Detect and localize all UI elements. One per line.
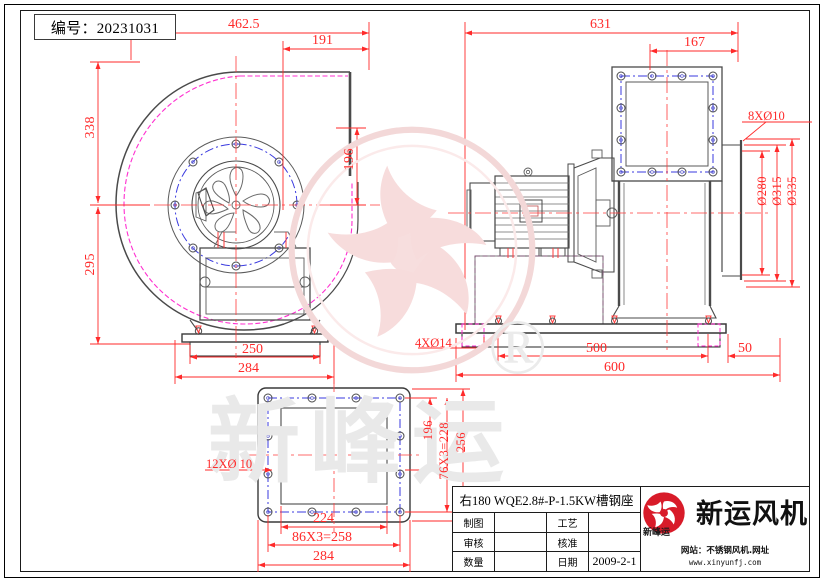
dim-height-lower: 295 — [83, 253, 98, 276]
approved-by-label: 核准 — [547, 532, 589, 552]
title-block-row: 审核 核准 — [453, 532, 640, 553]
date-label: 日期 — [547, 552, 589, 572]
process-value[interactable] — [589, 513, 640, 532]
drawn-by-value[interactable] — [495, 513, 547, 532]
dim-outlet-height: 196 — [342, 148, 357, 171]
dim-inlet-d1: Ø280 — [755, 176, 769, 206]
sheet-border-outer — [4, 4, 820, 578]
website-label: 网站：不锈钢风机.网址 — [680, 546, 770, 556]
dim-width-pitch: 86X3=258 — [292, 530, 353, 545]
company-logo: 新峰运 — [642, 491, 692, 538]
dim-base-hole-span: 500 — [586, 341, 607, 356]
brand-name: 新运风机 — [696, 498, 808, 530]
logo-subtext: 新峰运 — [643, 528, 671, 538]
title-block: 右180 WQE2.8#-P-1.5KW槽钢座 制图 工艺 审核 核准 数量 日… — [452, 486, 810, 572]
title-block-left: 右180 WQE2.8#-P-1.5KW槽钢座 制图 工艺 审核 核准 数量 日… — [453, 487, 641, 572]
approved-by-value[interactable] — [589, 533, 640, 552]
watermark-text: 新峰运 — [208, 389, 515, 496]
process-label: 工艺 — [547, 513, 589, 532]
dim-inlet-d2: Ø315 — [770, 176, 784, 206]
dim-overall-width: 462.5 — [228, 17, 260, 32]
reviewed-by-value[interactable] — [495, 532, 547, 552]
model-designation: 右180 WQE2.8#-P-1.5KW槽钢座 — [453, 487, 640, 513]
dim-flange-bolts: 12XØ 10 — [206, 457, 253, 471]
quantity-value[interactable] — [495, 552, 547, 572]
dim-base-end: 50 — [738, 341, 752, 356]
title-block-row: 制图 工艺 — [453, 513, 640, 533]
dim-outlet-offset: 191 — [312, 33, 333, 48]
dim-overall-length: 631 — [590, 17, 611, 32]
reviewed-by-label: 审核 — [453, 532, 495, 552]
dim-inlet-d3: Ø335 — [785, 176, 799, 206]
dim-base-bolts: 4XØ14 — [415, 336, 452, 350]
dim-height-pitch: 76X3=228 — [437, 422, 451, 480]
dim-width-inner: 224 — [313, 511, 334, 526]
brand-row: 新峰运 新运风机 — [641, 491, 809, 538]
dim-height-upper: 338 — [83, 116, 98, 139]
title-block-row-date: 数量 日期 2009-2-1 — [453, 552, 640, 572]
dim-width-outer: 284 — [313, 549, 334, 564]
fan-logo-icon — [643, 492, 685, 534]
date-value[interactable]: 2009-2-1 — [592, 554, 637, 569]
sheet-border-inner — [20, 10, 810, 572]
title-block-brand: 新峰运 新运风机 网站：不锈钢风机.网址 www.xinyunfj.com — [641, 487, 809, 571]
dim-base-inner: 250 — [242, 342, 263, 357]
dim-outlet-width: 167 — [684, 35, 705, 50]
quantity-label: 数量 — [453, 552, 495, 572]
watermark-registered-icon: ® — [488, 303, 548, 390]
drawn-by-label: 制图 — [453, 513, 495, 532]
dim-base-total: 600 — [604, 360, 625, 375]
dim-base-outer: 284 — [238, 361, 259, 376]
website-url: www.xinyunfj.com — [688, 558, 762, 567]
dim-inlet-bolts: 8XØ10 — [748, 109, 785, 123]
dim-height-outer: 256 — [454, 432, 468, 453]
drawing-number-box: 编号：20231031 — [34, 14, 176, 40]
dim-height-inner: 196 — [421, 420, 435, 441]
